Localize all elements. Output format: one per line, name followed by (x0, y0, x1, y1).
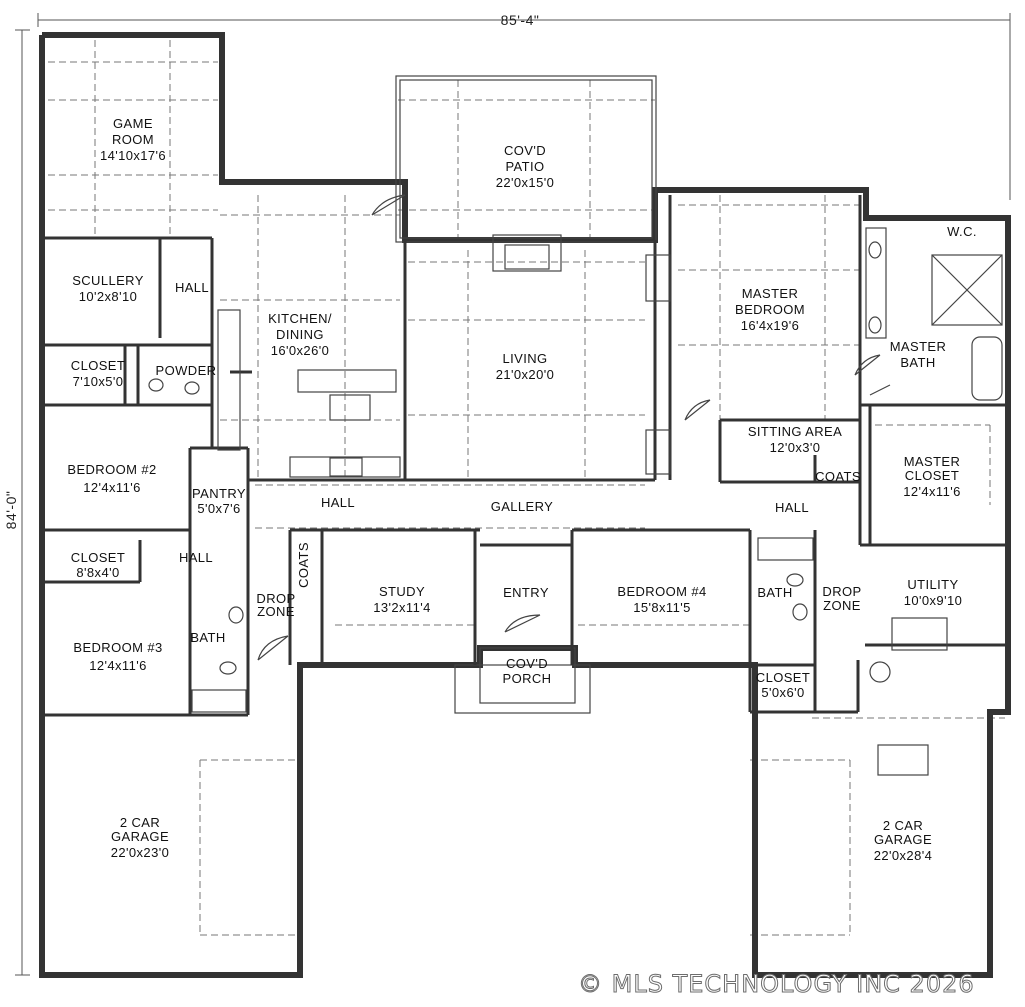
bath-east-label: BATH (757, 585, 792, 600)
hall-nw-label: HALL (175, 280, 209, 295)
hall-kitchen-label: HALL (321, 495, 355, 510)
coats-east-label: COATS (815, 469, 861, 484)
exterior-walls (39, 32, 1011, 978)
wc-label: W.C. (947, 224, 977, 239)
fixtures (148, 194, 1003, 776)
depth-dimension: 84'-0" (3, 491, 19, 530)
dimension-lines: 85'-4" 84'-0" (3, 12, 1011, 976)
interior-walls (42, 195, 1008, 717)
gallery-label: GALLERY (491, 499, 554, 514)
hall-west-label: HALL (179, 550, 213, 565)
bath-west-label: BATH (190, 630, 225, 645)
ceiling-lines (48, 40, 1005, 936)
hall-east-label: HALL (775, 500, 809, 515)
width-dimension: 85'-4" (501, 12, 540, 28)
entry-label: ENTRY (503, 585, 549, 600)
coats-west-label: COATS (296, 542, 311, 588)
powder-label: POWDER (156, 363, 217, 378)
watermark: © MLS TECHNOLOGY INC 2026 (578, 970, 975, 998)
